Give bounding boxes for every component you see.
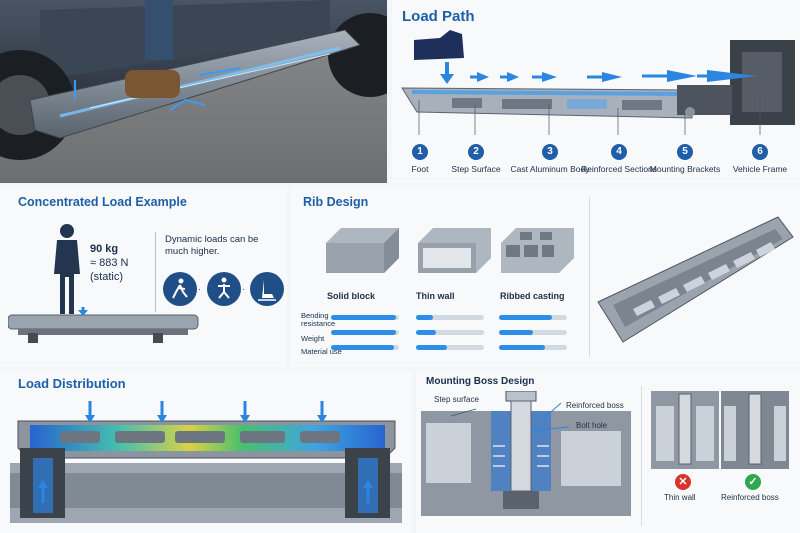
step-label-surface: Step Surface (451, 164, 501, 174)
ribbed-casting-illustration (501, 228, 574, 273)
boss-cross-section (421, 391, 631, 516)
metric-label-material: Material use (301, 347, 342, 356)
rib-design-panel: Rib Design Solid block Thin wall Ribbed … (291, 187, 800, 367)
step-label-foot: Foot (411, 164, 429, 174)
fail-icon: ✕ (675, 474, 691, 490)
callout-reinforced-boss: Reinforced boss (566, 401, 624, 410)
boss-title: Mounting Boss Design (426, 376, 535, 387)
bar-fill-material-1 (416, 345, 447, 350)
design-label-thin: Thin wall (416, 291, 455, 301)
divider-line (155, 232, 156, 312)
step-label-body: Cast Aluminum Body (510, 164, 590, 174)
distribution-title: Load Distribution (18, 376, 126, 391)
callout-bolt-hole: Bolt hole (576, 421, 608, 430)
step-number-1: 1 (412, 144, 428, 160)
walking-icon (163, 272, 197, 306)
load-distribution-panel: Load Distribution (0, 371, 412, 533)
bar-track-material-0 (331, 345, 399, 350)
bar-track-bending-1 (416, 315, 484, 320)
load-path-diagram (401, 30, 795, 135)
bar-fill-weight-2 (499, 330, 533, 335)
mounting-boss-panel: Mounting Boss Design Step surface Reinfo… (416, 371, 800, 533)
bar-fill-weight-1 (416, 330, 436, 335)
step-number-3: 3 (542, 144, 558, 160)
rib-title: Rib Design (303, 195, 369, 209)
dynamic-note: Dynamic loads can be much higher. (165, 234, 259, 257)
condition-value: (static) (90, 271, 123, 283)
compare-label-thin-wall: Thin wall (664, 493, 696, 502)
bar-track-bending-0 (331, 315, 399, 320)
metric-label-weight: Weight (301, 334, 325, 343)
weight-value: 90 kg (90, 243, 119, 255)
bar-track-material-2 (499, 345, 567, 350)
force-value: ≈ 883 N (90, 257, 129, 269)
ribbed-step-casting-render (597, 216, 794, 343)
concentrated-title: Concentrated Load Example (18, 195, 187, 209)
person-silhouette (54, 224, 80, 314)
step-number-2: 2 (468, 144, 484, 160)
bar-fill-weight-0 (331, 330, 396, 335)
bar-fill-bending-1 (416, 315, 433, 320)
concentrated-load-panel: Concentrated Load Example 90 kg ≈ 883 N … (0, 187, 287, 367)
thin-wall-boss-section (651, 391, 719, 469)
bar-track-weight-2 (499, 330, 567, 335)
bar-track-bending-2 (499, 315, 567, 320)
bar-fill-bending-0 (331, 315, 396, 320)
jumping-icon (207, 272, 241, 306)
bar-track-material-1 (416, 345, 484, 350)
step-number-6: 6 (752, 144, 768, 160)
bar-track-weight-1 (416, 330, 484, 335)
compare-label-reinforced: Reinforced boss (721, 493, 779, 502)
landing-icon (250, 272, 284, 306)
rib-panel-divider (589, 197, 590, 357)
step-number-4: 4 (611, 144, 627, 160)
bar-fill-material-2 (499, 345, 545, 350)
solid-block-illustration (326, 228, 399, 273)
step-label-brackets: Mounting Brackets (649, 164, 721, 174)
step-number-5: 5 (677, 144, 693, 160)
plus-connector-2: · (242, 284, 245, 294)
bar-fill-bending-2 (499, 315, 552, 320)
bar-track-weight-0 (331, 330, 399, 335)
load-distribution-diagram (10, 401, 402, 523)
callout-step-surface: Step surface (434, 395, 479, 404)
thin-wall-illustration (418, 228, 491, 273)
design-label-solid: Solid block (327, 291, 376, 301)
step-label-frame: Vehicle Frame (732, 164, 788, 174)
boss-panel-divider (641, 386, 642, 526)
step-label-reinforced: Reinforced Sections (580, 164, 658, 174)
load-path-panel: Load Path (392, 0, 800, 183)
pass-icon: ✓ (745, 474, 761, 490)
load-path-title: Load Path (402, 8, 475, 25)
reinforced-boss-section (721, 391, 789, 469)
design-label-ribbed: Ribbed casting (500, 291, 565, 301)
metric-label-bending: Bending resistance (301, 311, 336, 328)
bar-fill-material-0 (331, 345, 394, 350)
step-board-side (8, 307, 199, 343)
plus-connector-1: · (198, 284, 201, 294)
truck-step-photo (0, 0, 387, 183)
